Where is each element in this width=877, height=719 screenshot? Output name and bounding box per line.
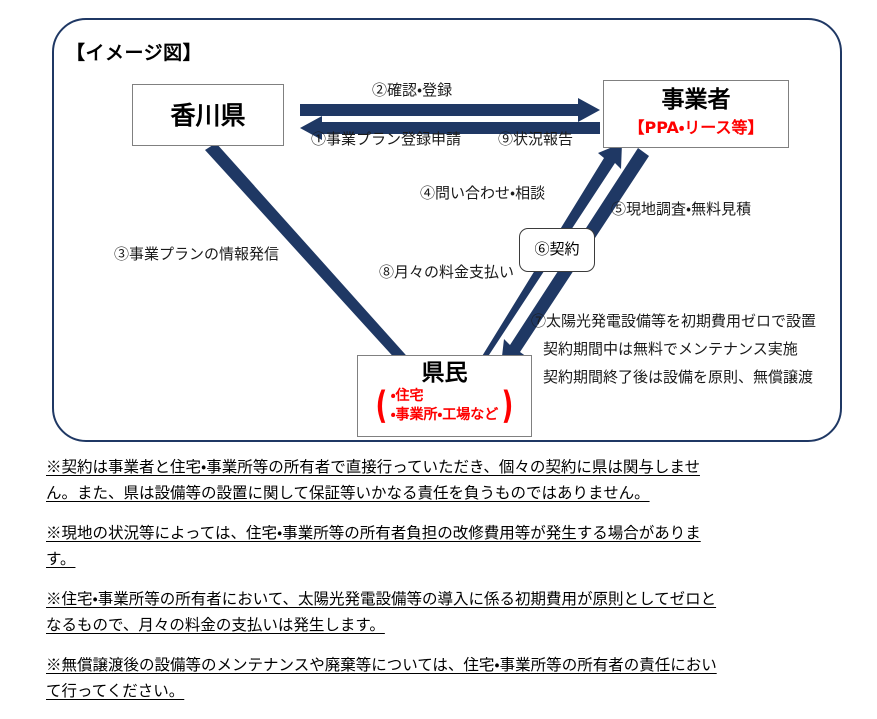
note-line: て行ってください。: [46, 683, 185, 700]
note-item: ※契約は事業者と住宅・事業所等の所有者で直接行っていただき、個々の契約に県は関与…: [46, 455, 846, 507]
entity-title-kagawa: 香川県: [170, 101, 246, 130]
kenmin-item-business: ・事業所・工場など: [390, 407, 499, 423]
entity-sub-jigyousha: 【PPA・リース等】: [628, 118, 764, 137]
entity-title-jigyousha: 事業者: [661, 87, 731, 113]
note-line: ん。また、県は設備等の設置に関して保証等いかなる責任を負うものではありません。: [46, 485, 650, 502]
note-line: ※無償譲渡後の設備等のメンテナンスや廃棄等については、住宅・事業所等の所有者の責…: [46, 657, 717, 674]
label-step7-line1: ⑦太陽光発電設備等を初期費用ゼロで設置: [531, 314, 817, 330]
label-step7: ⑦太陽光発電設備等を初期費用ゼロで設置 契約期間中は無料でメンテナンス実施 契約…: [531, 308, 816, 392]
label-step2: ②確認・登録: [372, 83, 453, 99]
entity-box-kenmin: 県民 ( ・住宅 ・事業所・工場など ): [357, 355, 532, 437]
note-line: ※住宅・事業所等の所有者において、太陽光発電設備等の導入に係る初期費用が原則とし…: [46, 591, 717, 608]
label-step9: ⑨状況報告: [498, 132, 574, 148]
label-step1: ①事業プラン登録申請: [311, 132, 462, 148]
label-step7-line3: 契約期間終了後は設備を原則、無償譲渡: [543, 370, 814, 386]
note-item: ※現地の状況等によっては、住宅・事業所等の所有者負担の改修費用等が発生する場合が…: [46, 521, 846, 573]
note-item: ※住宅・事業所等の所有者において、太陽光発電設備等の導入に係る初期費用が原則とし…: [46, 587, 846, 639]
note-line: なるもので、月々の料金の支払いは発生します。: [46, 617, 385, 634]
label-step5: ⑤現地調査・無料見積: [611, 202, 752, 218]
entity-box-kagawa: 香川県: [132, 84, 284, 146]
note-line: す。: [46, 551, 76, 568]
label-step4: ④問い合わせ・相談: [420, 186, 546, 202]
label-step8: ⑧月々の料金支払い: [379, 265, 515, 281]
kenmin-item-housing: ・住宅: [390, 388, 424, 404]
kenmin-list: ( ・住宅 ・事業所・工場など ): [358, 387, 531, 425]
entity-box-jigyousha: 事業者 【PPA・リース等】: [603, 80, 789, 148]
kenmin-lines: ・住宅 ・事業所・工場など: [391, 387, 499, 425]
label-step7-line2: 契約期間中は無料でメンテナンス実施: [543, 342, 798, 358]
note-item: ※無償譲渡後の設備等のメンテナンスや廃棄等については、住宅・事業所等の所有者の責…: [46, 653, 846, 705]
diagram-title: 【イメージ図】: [66, 42, 203, 64]
note-line: ※契約は事業者と住宅・事業所等の所有者で直接行っていただき、個々の契約に県は関与…: [46, 459, 700, 476]
label-step3: ③事業プランの情報発信: [114, 247, 280, 263]
notes-section: ※契約は事業者と住宅・事業所等の所有者で直接行っていただき、個々の契約に県は関与…: [46, 455, 846, 719]
bracket-close-icon: ): [501, 384, 514, 427]
bracket-open-icon: (: [375, 384, 388, 427]
note-line: ※現地の状況等によっては、住宅・事業所等の所有者負担の改修費用等が発生する場合が…: [46, 525, 701, 542]
entity-box-keiyaku: ⑥契約: [519, 228, 595, 272]
